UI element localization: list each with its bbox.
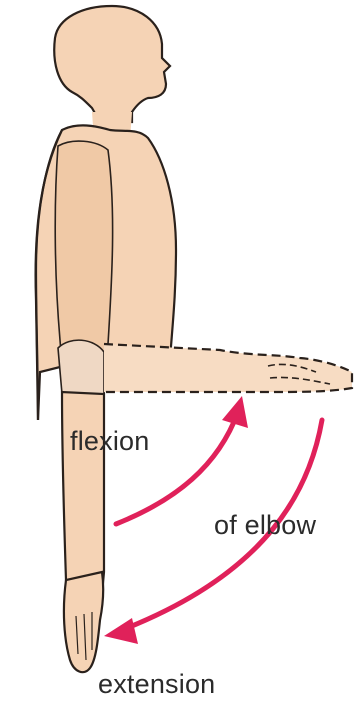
- flexion-arrow-head: [222, 396, 248, 428]
- head: [54, 6, 170, 122]
- extension-arrow-head: [104, 618, 138, 644]
- forearm-flexed-dashed: [104, 344, 352, 392]
- hand-extended: [64, 572, 103, 672]
- extension-label: extension: [98, 669, 215, 700]
- elbow-joint: [58, 340, 104, 394]
- of-elbow-label: of elbow: [214, 510, 316, 541]
- flexion-label: flexion: [70, 426, 149, 457]
